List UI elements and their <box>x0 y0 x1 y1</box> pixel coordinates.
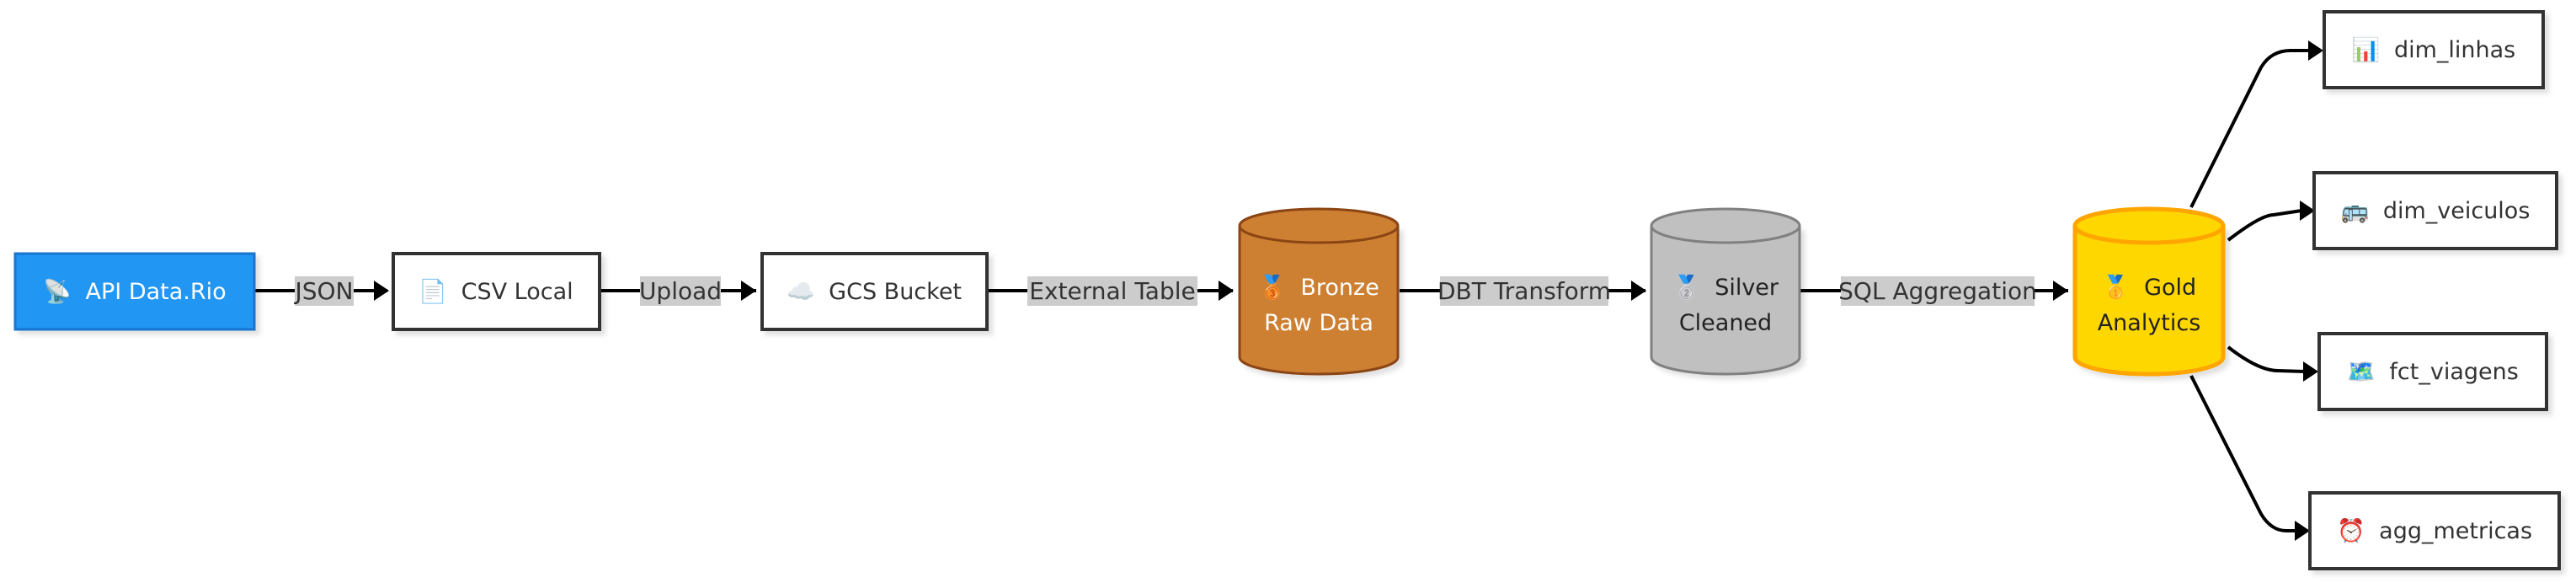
gold-medal-icon: 🥇 <box>2102 274 2131 301</box>
edge-gold-metricas <box>2189 375 2296 532</box>
svg-text:🗺️ fct_viagens: 🗺️ fct_viagens <box>2347 359 2519 385</box>
node-bronze[interactable]: 🥉 Bronze Raw Data <box>1238 207 1400 376</box>
node-agg-metricas[interactable]: ⏰ agg_metricas <box>2308 491 2561 570</box>
node-veiculos-label: dim_veiculos <box>2383 198 2531 224</box>
node-gold[interactable]: 🥇 Gold Analytics <box>2072 206 2226 377</box>
svg-text:External Table: External Table <box>1029 277 1195 305</box>
svg-text:🥈 Silver: 🥈 Silver <box>1672 274 1779 301</box>
bus-icon: 🚌 <box>2341 198 2370 224</box>
silver-medal-icon: 🥈 <box>1672 274 1701 301</box>
bar-chart-icon: 📊 <box>2352 36 2381 63</box>
svg-text:🥉 Bronze: 🥉 Bronze <box>1258 274 1379 301</box>
node-gold-label: Gold <box>2144 275 2196 301</box>
edge-csv-gcs-head <box>741 281 756 301</box>
map-icon: 🗺️ <box>2347 359 2376 385</box>
svg-text:📡 API Data.Rio: 📡 API Data.Rio <box>43 276 226 305</box>
svg-text:🥇 Gold: 🥇 Gold <box>2102 274 2196 301</box>
edge-gcs-bronze-head <box>1219 281 1234 301</box>
edge-gold-metricas-head <box>2295 521 2310 541</box>
edge-gold-viagens-head <box>2303 361 2318 382</box>
satellite-antenna-icon: 📡 <box>43 276 72 305</box>
edge-label-json: JSON <box>293 276 354 306</box>
node-silver-label: Silver <box>1715 275 1779 301</box>
edge-label-dbt-transform: DBT Transform <box>1437 276 1611 306</box>
node-silver[interactable]: 🥈 Silver Cleaned <box>1650 207 1801 376</box>
edge-gold-veiculos-head <box>2300 201 2315 221</box>
svg-text:JSON: JSON <box>293 277 353 305</box>
node-gcs-bucket[interactable]: ☁️ GCS Bucket <box>760 252 989 331</box>
svg-text:SQL Aggregation: SQL Aggregation <box>1838 277 2037 305</box>
edge-silver-gold-head <box>2053 281 2068 301</box>
svg-text:⏰ agg_metricas: ⏰ agg_metricas <box>2337 516 2532 544</box>
edge-labels: JSON Upload External Table DBT Transform… <box>293 276 2037 306</box>
svg-text:📄 CSV Local: 📄 CSV Local <box>419 278 573 305</box>
node-metricas-label: agg_metricas <box>2379 518 2532 544</box>
svg-text:☁️ GCS Bucket: ☁️ GCS Bucket <box>787 279 962 305</box>
svg-text:📊 dim_linhas: 📊 dim_linhas <box>2352 36 2516 63</box>
svg-text:🚌 dim_veiculos: 🚌 dim_veiculos <box>2341 198 2531 224</box>
edge-gold-linhas-head <box>2308 40 2323 61</box>
node-csv-label: CSV Local <box>461 279 573 305</box>
node-gold-sublabel: Analytics <box>2098 310 2201 336</box>
edge-gold-viagens <box>2227 345 2306 373</box>
edge-bronze-silver-head <box>1631 281 1646 301</box>
node-bronze-label: Bronze <box>1300 275 1379 301</box>
cloud-icon: ☁️ <box>787 279 815 305</box>
node-viagens-label: fct_viagens <box>2389 359 2518 385</box>
edge-gold-linhas <box>2189 49 2309 208</box>
edge-gold-veiculos <box>2227 209 2302 242</box>
node-api-label: API Data.Rio <box>86 279 227 305</box>
page-icon: 📄 <box>419 278 447 305</box>
alarm-clock-icon: ⏰ <box>2337 516 2365 544</box>
bronze-medal-icon: 🥉 <box>1258 274 1287 301</box>
edge-label-upload: Upload <box>639 276 722 306</box>
node-dim-veiculos[interactable]: 🚌 dim_veiculos <box>2312 171 2558 250</box>
node-fct-viagens[interactable]: 🗺️ fct_viagens <box>2317 332 2548 411</box>
node-gcs-label: GCS Bucket <box>829 279 962 305</box>
node-bronze-sublabel: Raw Data <box>1264 310 1373 336</box>
edge-api-csv-head <box>374 281 389 301</box>
svg-text:DBT Transform: DBT Transform <box>1437 277 1611 305</box>
node-dim-linhas[interactable]: 📊 dim_linhas <box>2323 10 2545 89</box>
node-api-data-rio[interactable]: 📡 API Data.Rio <box>13 252 256 331</box>
svg-text:Upload: Upload <box>639 277 722 305</box>
edge-label-external-table: External Table <box>1027 276 1197 306</box>
edge-label-sql-aggregation: SQL Aggregation <box>1838 276 2037 306</box>
node-csv-local[interactable]: 📄 CSV Local <box>392 252 601 331</box>
node-silver-sublabel: Cleaned <box>1679 310 1772 336</box>
node-linhas-label: dim_linhas <box>2394 37 2515 63</box>
